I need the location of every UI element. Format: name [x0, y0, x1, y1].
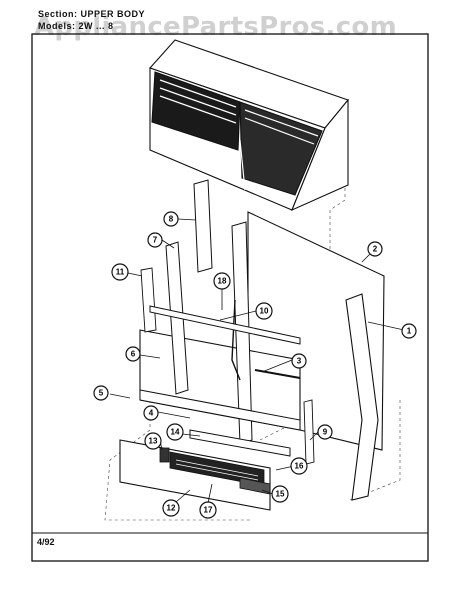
callout-4: 4	[143, 405, 159, 421]
rod	[254, 369, 301, 379]
callout-11: 11	[111, 263, 129, 281]
date-code: 4/92	[37, 537, 55, 547]
callout-14-label: 14	[171, 428, 180, 437]
callout-5: 5	[93, 385, 109, 401]
callout-9-label: 9	[323, 428, 328, 437]
callout-18: 18	[213, 272, 231, 290]
callout-2-label: 2	[373, 245, 378, 254]
callout-11-label: 11	[116, 268, 125, 277]
callout-16-label: 16	[295, 462, 304, 471]
callout-13: 13	[144, 432, 162, 450]
strip-11	[140, 267, 157, 333]
strip-9	[303, 399, 315, 465]
callout-3: 3	[291, 353, 307, 369]
section-title: Section: UPPER BODY	[38, 9, 146, 19]
model-line: Models: 2W ... 8	[38, 21, 114, 31]
callout-6: 6	[125, 346, 141, 362]
vertical-strip-8	[193, 179, 213, 273]
callout-8-label: 8	[169, 215, 174, 224]
callout-15-label: 15	[276, 490, 285, 499]
callout-7-label: 7	[153, 236, 158, 245]
bottom-rail-4	[139, 389, 301, 431]
callout-15: 15	[271, 485, 289, 503]
callout-9: 9	[317, 424, 333, 440]
base-panel	[119, 439, 271, 511]
callout-12: 12	[162, 499, 180, 517]
callout-14: 14	[166, 423, 184, 441]
horizontal-rail	[149, 305, 301, 345]
callout-18-label: 18	[218, 277, 227, 286]
center-channel	[231, 221, 253, 445]
callout-13-label: 13	[149, 437, 158, 446]
callout-10: 10	[255, 302, 273, 320]
page-frame	[31, 33, 429, 562]
callout-17-label: 17	[204, 506, 213, 515]
callout-6-label: 6	[131, 350, 136, 359]
callout-1-label: 1	[407, 327, 412, 336]
callout-3-label: 3	[297, 357, 302, 366]
callout-1: 1	[401, 323, 417, 339]
callout-12-label: 12	[167, 504, 176, 513]
watermark: AppliancePartsPros.com	[34, 12, 397, 42]
callout-8: 8	[163, 211, 179, 227]
callout-17: 17	[199, 501, 217, 519]
callout-4-label: 4	[149, 409, 154, 418]
callout-7: 7	[147, 232, 163, 248]
bottom-rail-14	[189, 429, 291, 457]
switch-13	[159, 447, 170, 463]
cabinet-housing	[149, 39, 349, 212]
callout-5-label: 5	[99, 389, 104, 398]
leader-lines	[109, 218, 405, 504]
callout-16: 16	[290, 457, 308, 475]
callout-2: 2	[367, 241, 383, 257]
vertical-post-right	[345, 293, 379, 501]
callout-10-label: 10	[260, 307, 269, 316]
